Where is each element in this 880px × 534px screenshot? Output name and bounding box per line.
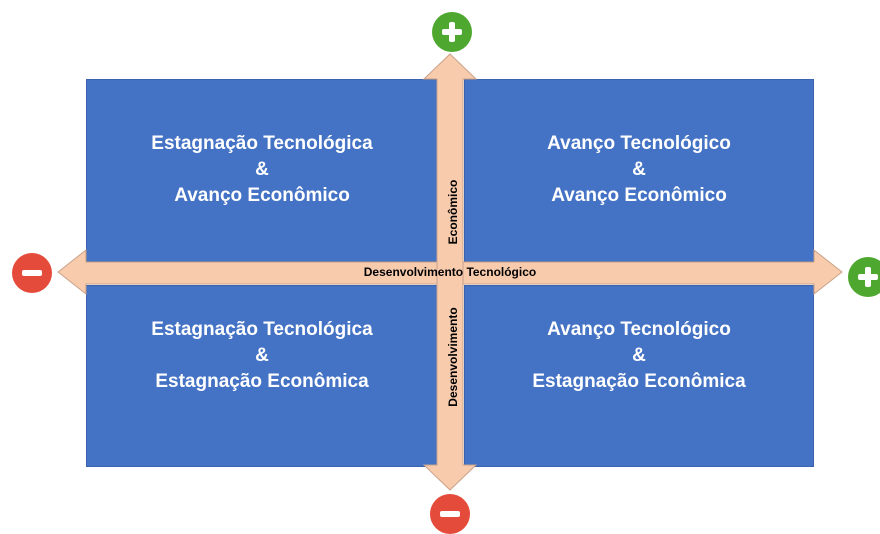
quadrant-bottom-right-line3: Estagnação Econômica (532, 371, 746, 392)
quadrant-top-right-line2: & (632, 159, 646, 180)
quadrant-bottom-left-text: Estagnação Tecnológica & Estagnação Econ… (87, 317, 437, 395)
quadrant-bottom-right-line2: & (632, 345, 646, 366)
quadrant-top-right-text: Avanço Tecnológico & Avanço Econômico (465, 131, 813, 209)
quadrant-bottom-left-line2: & (255, 345, 269, 366)
quadrant-top-left: Estagnação Tecnológica & Avanço Econômic… (86, 79, 438, 262)
axis-center-fill (437, 262, 463, 284)
minus-icon-bottom (430, 494, 470, 534)
minus-icon-bottom-h (440, 511, 460, 517)
vertical-axis-label-lower: Desenvolvimento (446, 307, 460, 407)
quadrant-top-right: Avanço Tecnológico & Avanço Econômico (464, 79, 814, 262)
quadrant-top-left-text: Estagnação Tecnológica & Avanço Econômic… (87, 131, 437, 209)
vertical-axis-label-upper: Econômico (446, 179, 460, 245)
quadrant-bottom-right-line1: Avanço Tecnológico (547, 319, 731, 340)
quadrant-top-left-line3: Avanço Econômico (174, 185, 350, 206)
quadrant-top-right-line3: Avanço Econômico (551, 185, 727, 206)
quadrant-bottom-right-text: Avanço Tecnológico & Estagnação Econômic… (465, 317, 813, 395)
minus-icon-left-h (22, 270, 42, 276)
minus-icon-left (12, 253, 52, 293)
quadrant-bottom-left-line1: Estagnação Tecnológica (151, 319, 373, 340)
quadrant-bottom-left-line3: Estagnação Econômica (155, 371, 369, 392)
quadrant-bottom-right: Avanço Tecnológico & Estagnação Econômic… (464, 285, 814, 467)
quadrant-bottom-left: Estagnação Tecnológica & Estagnação Econ… (86, 285, 438, 467)
quadrant-top-right-line1: Avanço Tecnológico (547, 133, 731, 154)
plus-icon-right (848, 257, 880, 297)
plus-icon-right-v (865, 267, 871, 287)
horizontal-axis-label: Desenvolvimento Tecnológico (363, 265, 537, 279)
quadrant-top-left-line2: & (255, 159, 269, 180)
plus-icon-top (432, 12, 472, 52)
plus-icon-top-v (449, 22, 455, 42)
quadrant-top-left-line1: Estagnação Tecnológica (151, 133, 373, 154)
